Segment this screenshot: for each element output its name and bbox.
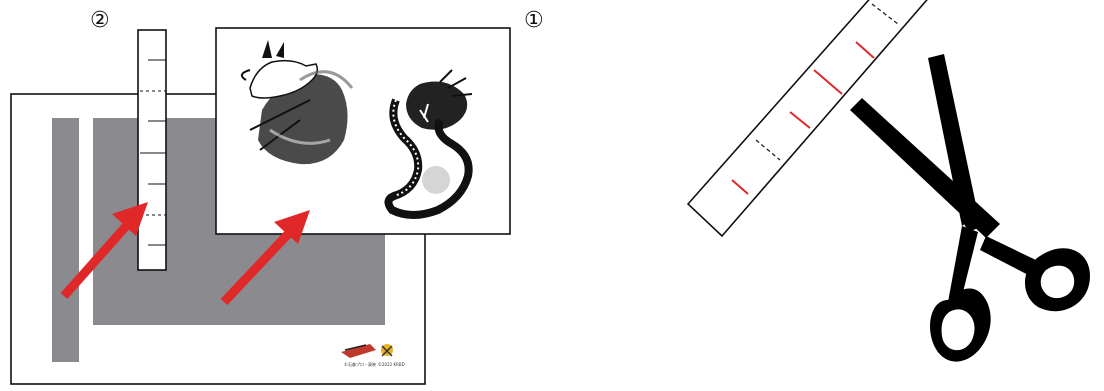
label-2: ② (90, 8, 110, 33)
ruler-strip-2 (137, 29, 167, 271)
gray-strip-left (52, 118, 79, 362)
rabbit-ink-illustration (240, 40, 354, 165)
scissors-icon (850, 54, 1090, 362)
logo-text-1: ©石森プロ・東映 (344, 361, 376, 367)
cutting-ruler (686, 0, 928, 238)
brand-logo: ©石森プロ・東映 ©2022 KRBD (341, 344, 405, 367)
label-1: ① (524, 8, 544, 33)
logo-text-2: ©2022 KRBD (378, 362, 405, 367)
dragon-ink-illustration (384, 69, 473, 219)
arrow-to-ruler (60, 202, 148, 299)
arrow-to-card (220, 210, 310, 306)
